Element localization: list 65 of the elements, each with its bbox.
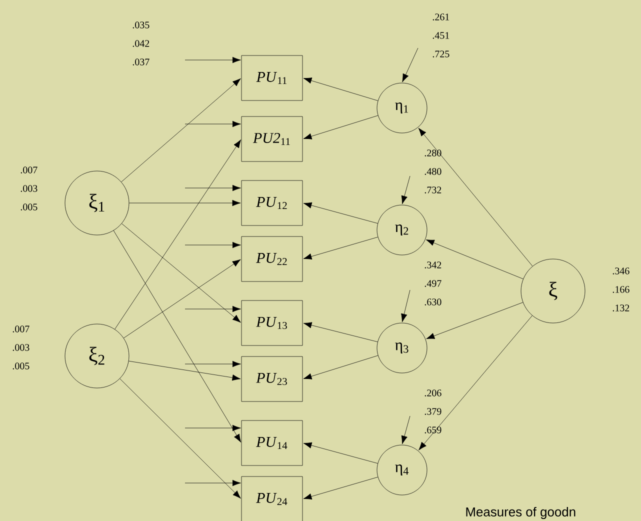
- arrow: [303, 202, 378, 224]
- path-coefficient: .206: [424, 390, 442, 396]
- caption-text: Measures of goodn: [466, 506, 576, 520]
- process-box: PU$_{11}$: [241, 55, 303, 101]
- arrow: [121, 78, 241, 182]
- path-coefficient: .480: [424, 168, 442, 175]
- arrow: [303, 322, 378, 342]
- arrow: [401, 416, 410, 444]
- path-coefficient: .003: [20, 185, 38, 192]
- arrow: [128, 360, 241, 381]
- arrow: [401, 176, 410, 204]
- path-coefficient: .042: [132, 40, 150, 47]
- arrow: [401, 290, 410, 322]
- arrow: [184, 480, 241, 486]
- arrow: [184, 120, 241, 128]
- arrow: [303, 115, 378, 140]
- arrow: [426, 240, 524, 280]
- path-coefficient: .005: [20, 204, 38, 210]
- path-coefficient: .037: [132, 58, 150, 66]
- process-box: PU$_{23}$: [241, 356, 303, 402]
- arrow: [129, 200, 241, 206]
- process-box: PU2$_{11}$: [241, 116, 303, 162]
- arrow: [184, 424, 241, 432]
- path-coefficient: .132: [612, 304, 630, 312]
- path-coefficient: .342: [424, 262, 442, 268]
- path-coefficient: .630: [424, 298, 442, 306]
- arrow: [426, 302, 524, 339]
- arrow: [114, 140, 242, 330]
- path-coefficient: .659: [424, 426, 442, 434]
- path-coefficient: .261: [432, 14, 450, 20]
- path-coefficient: .003: [12, 344, 30, 351]
- arrow: [303, 442, 378, 464]
- process-box: PU$_{22}$: [241, 236, 303, 282]
- path-coefficient: .346: [612, 268, 630, 274]
- arrow: [418, 128, 533, 266]
- process-box: PU$_{13}$: [241, 300, 303, 346]
- arrow: [120, 378, 241, 499]
- arrow: [303, 476, 378, 500]
- path-coefficient: .035: [132, 22, 150, 28]
- process-box: PU$_{12}$: [241, 180, 303, 226]
- arrow: [303, 236, 378, 260]
- process-box: PU$_{24}$: [241, 476, 303, 521]
- arrow: [184, 360, 241, 368]
- arrow: [418, 315, 532, 450]
- arrow: [124, 259, 241, 338]
- path-coefficient: .379: [424, 408, 442, 415]
- arrow: [184, 306, 241, 312]
- arrow: [303, 78, 378, 101]
- path-coefficient: .007: [12, 326, 30, 332]
- arrow: [184, 56, 241, 64]
- path-coefficient: .007: [20, 166, 38, 174]
- arrow: [184, 242, 241, 248]
- path-coefficient: .451: [432, 32, 450, 39]
- arrow: [303, 355, 378, 380]
- arrow: [402, 48, 418, 82]
- path-coefficient: .280: [424, 150, 442, 156]
- path-coefficient: .497: [424, 280, 442, 287]
- path-coefficient: .166: [612, 286, 630, 293]
- arrow: [113, 230, 242, 442]
- path-coefficient: .732: [424, 186, 442, 194]
- arrow: [184, 184, 241, 192]
- path-coefficient: .005: [12, 362, 30, 370]
- process-box: PU$_{14}$: [241, 420, 303, 466]
- arrow: [122, 223, 241, 323]
- path-coefficient: .725: [432, 50, 450, 58]
